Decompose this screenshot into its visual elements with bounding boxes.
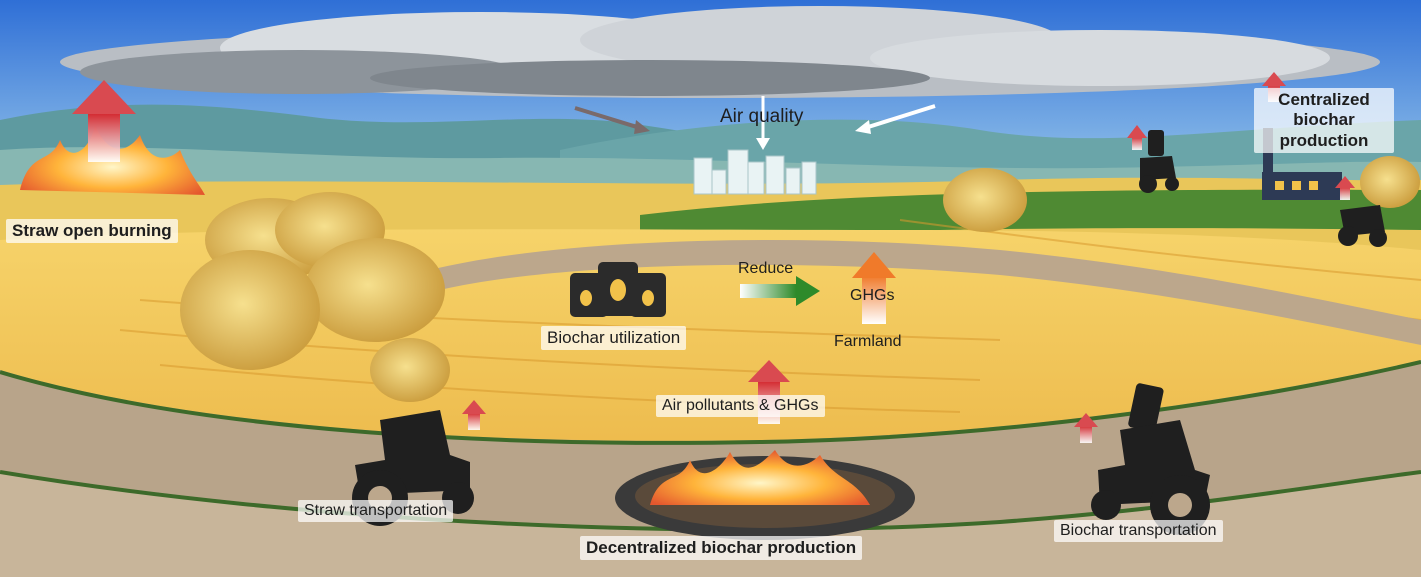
tractor-icon [1139,130,1179,193]
reduce-label: Reduce [738,260,794,277]
reduce-arrow [740,276,820,306]
biochar-bag-icon [570,262,666,317]
decentralized-biochar-production-label: Decentralized biochar production [580,536,863,560]
green-strip [640,189,1421,240]
emission-arrow-straw-burning [72,80,136,162]
straw-transportation-label: Straw transportation [298,500,454,523]
emission-arrow-small-tractor [1127,125,1147,150]
biochar-utilization-label: Biochar utilization [541,326,687,350]
tractor-icon [1338,205,1387,247]
hay-bale-icon [180,156,1420,402]
centralized-biochar-production-label: Centralized biochar production [1254,88,1394,154]
grass-edge [0,360,1421,445]
farmland-label: Farmland [834,333,902,350]
farmland-ghg-arrow [852,252,896,324]
straw-open-burning-label: Straw open burning [6,219,178,243]
city-icon [693,149,817,195]
lower-road-edge [0,470,1421,577]
air-flow-arrows [574,96,936,150]
cloud-icon [60,6,1380,98]
air-pollutants-ghgs-label: Air pollutants & GHGs [656,395,825,418]
air-quality-label: Air quality [720,106,804,127]
upper-road [430,239,1421,345]
emission-arrow-straw-transport [462,400,486,430]
biochar-transportation-label: Biochar transportation [1054,520,1223,543]
ghgs-label: GHGs [850,287,895,304]
biochar-pit-fire-icon [615,450,915,540]
emission-arrow-biochar-transport [1074,413,1098,443]
